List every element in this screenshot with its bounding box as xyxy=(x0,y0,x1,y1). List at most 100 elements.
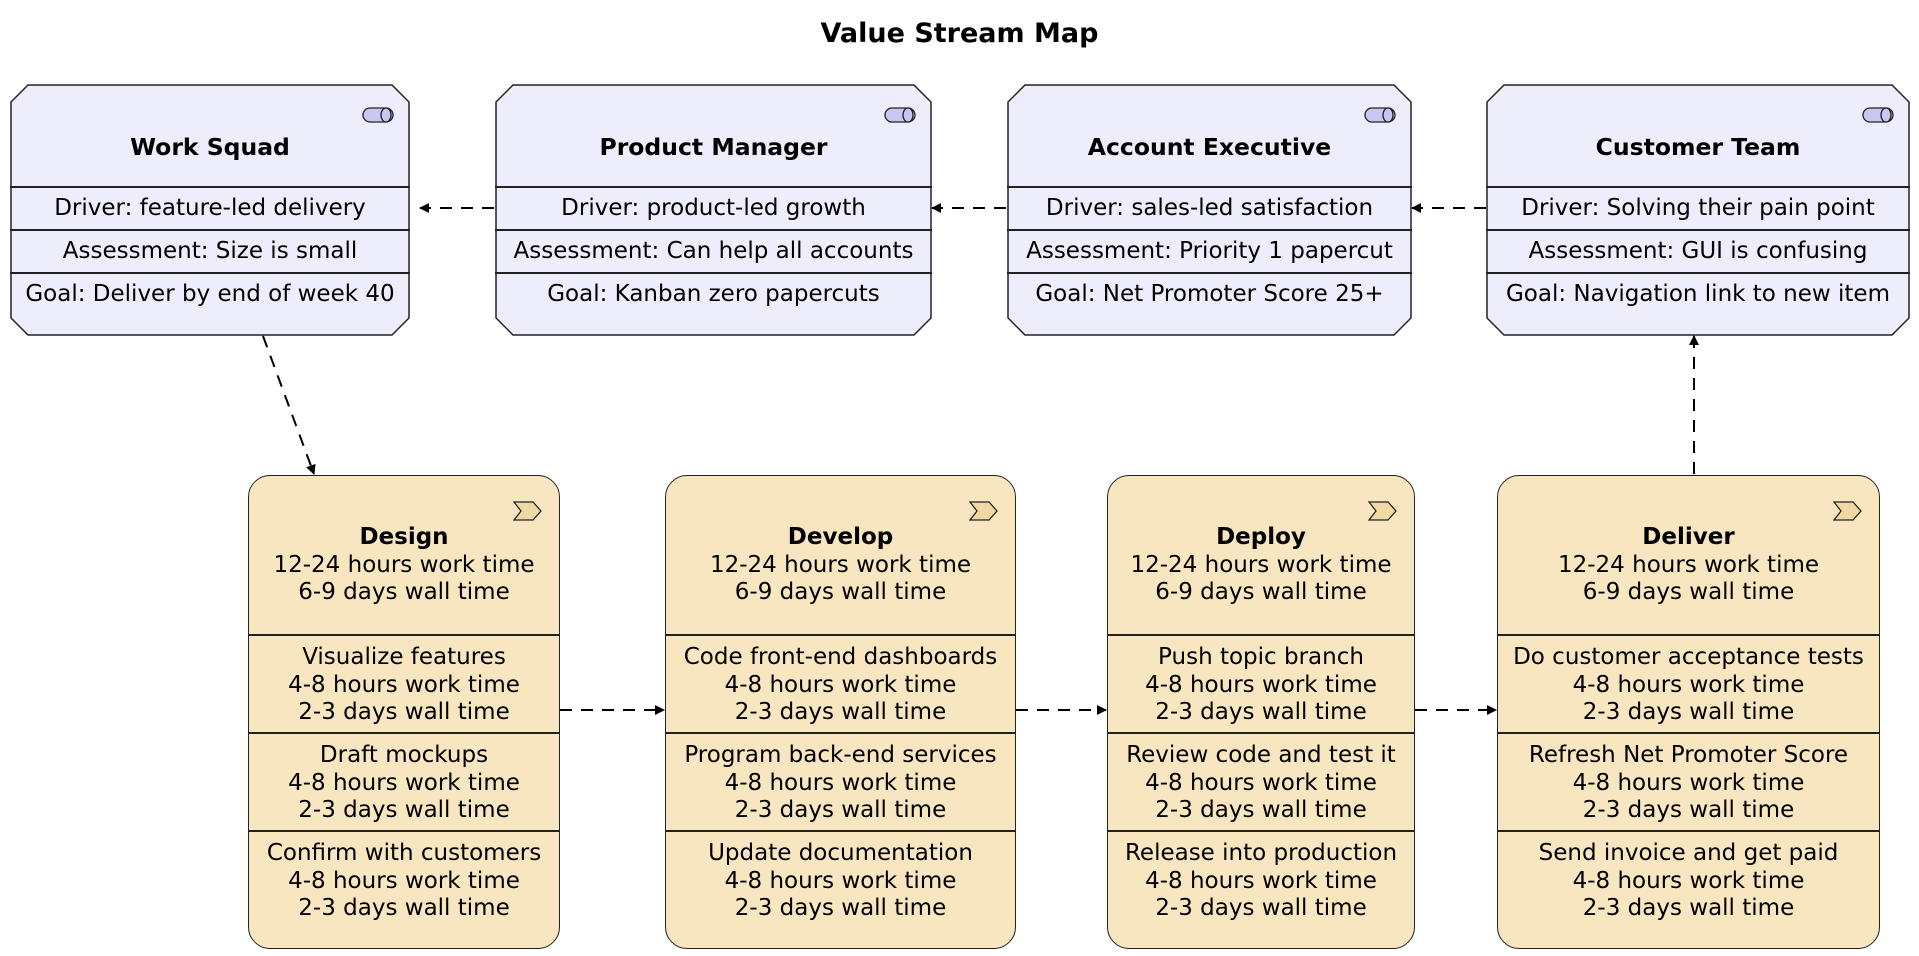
edge-squad-to-design xyxy=(262,335,316,475)
actor-divider xyxy=(1486,272,1910,274)
step-wall-time: 2-3 days wall time xyxy=(1582,797,1795,823)
process-chevron-icon xyxy=(1833,501,1862,521)
step-wall-time: 2-3 days wall time xyxy=(1155,895,1367,921)
actor-name: Account Executive xyxy=(1087,133,1332,161)
stage-work-time: 12-24 hours work time xyxy=(273,551,535,578)
step-wall-time: 2-3 days wall time xyxy=(298,797,510,823)
actor-divider xyxy=(10,229,410,231)
stage-wall-time: 6-9 days wall time xyxy=(734,579,947,605)
process-chevron-icon xyxy=(513,501,542,521)
step-work-time: 4-8 hours work time xyxy=(1145,671,1377,698)
actor-assessment: Assessment: Size is small xyxy=(62,238,358,264)
step-work-time: 4-8 hours work time xyxy=(724,769,957,796)
actor-driver: Driver: feature-led delivery xyxy=(54,195,366,221)
actor-goal: Goal: Navigation link to new item xyxy=(1505,281,1890,307)
actor-name: Product Manager xyxy=(599,133,828,161)
step-name: Code front-end dashboards xyxy=(683,644,998,670)
process-chevron-icon xyxy=(969,501,998,521)
actor-goal: Goal: Net Promoter Score 25+ xyxy=(1035,281,1384,307)
step-work-time: 4-8 hours work time xyxy=(288,867,520,894)
actor-driver: Driver: product-led growth xyxy=(561,195,866,221)
actor-goal: Goal: Kanban zero papercuts xyxy=(547,281,880,307)
actor-divider xyxy=(1486,186,1910,188)
process-chevron-icon xyxy=(1368,501,1397,521)
diagram-title: Value Stream Map xyxy=(820,18,1099,49)
step-work-time: 4-8 hours work time xyxy=(1572,671,1805,698)
stage-wall-time: 6-9 days wall time xyxy=(298,579,510,605)
step-work-time: 4-8 hours work time xyxy=(288,671,520,698)
role-icon xyxy=(1862,107,1894,123)
step-wall-time: 2-3 days wall time xyxy=(298,895,510,921)
actor-divider xyxy=(495,229,932,231)
role-icon xyxy=(884,107,916,123)
step-name: Do customer acceptance tests xyxy=(1513,644,1864,670)
stage-name: Design xyxy=(359,524,449,550)
step-wall-time: 2-3 days wall time xyxy=(1155,797,1367,823)
actor-divider xyxy=(1007,272,1412,274)
actor-name: Customer Team xyxy=(1595,133,1801,161)
step-name: Visualize features xyxy=(302,644,506,670)
step-name: Push topic branch xyxy=(1158,644,1364,670)
actor-divider xyxy=(1486,229,1910,231)
actor-divider xyxy=(495,186,932,188)
stage-work-time: 12-24 hours work time xyxy=(709,551,972,578)
step-work-time: 4-8 hours work time xyxy=(1572,769,1805,796)
actor-divider xyxy=(10,186,410,188)
step-name: Release into production xyxy=(1124,840,1398,866)
role-icon xyxy=(1364,107,1396,123)
actor-driver: Driver: Solving their pain point xyxy=(1521,195,1875,221)
step-wall-time: 2-3 days wall time xyxy=(1582,699,1795,725)
actor-assessment: Assessment: GUI is confusing xyxy=(1528,238,1868,264)
step-name: Refresh Net Promoter Score xyxy=(1528,742,1849,768)
actor-goal: Goal: Deliver by end of week 40 xyxy=(25,281,395,307)
step-wall-time: 2-3 days wall time xyxy=(1155,699,1367,725)
actor-name: Work Squad xyxy=(130,133,290,161)
step-wall-time: 2-3 days wall time xyxy=(734,797,947,823)
step-work-time: 4-8 hours work time xyxy=(1145,867,1377,894)
stage-work-time: 12-24 hours work time xyxy=(1557,551,1820,578)
step-wall-time: 2-3 days wall time xyxy=(734,895,947,921)
stage-name: Deliver xyxy=(1642,524,1735,550)
step-name: Update documentation xyxy=(708,840,973,866)
step-name: Review code and test it xyxy=(1126,742,1396,768)
actor-divider xyxy=(1007,186,1412,188)
step-wall-time: 2-3 days wall time xyxy=(298,699,510,725)
stage-wall-time: 6-9 days wall time xyxy=(1582,579,1795,605)
actor-driver: Driver: sales-led satisfaction xyxy=(1045,195,1374,221)
step-name: Draft mockups xyxy=(319,742,489,768)
step-work-time: 4-8 hours work time xyxy=(288,769,520,796)
stage-name: Deploy xyxy=(1216,524,1306,550)
actor-assessment: Assessment: Can help all accounts xyxy=(513,238,914,264)
stage-wall-time: 6-9 days wall time xyxy=(1155,579,1367,605)
step-name: Confirm with customers xyxy=(266,840,542,866)
step-name: Send invoice and get paid xyxy=(1538,840,1839,866)
step-name: Program back-end services xyxy=(684,742,997,768)
stage-name: Develop xyxy=(787,524,894,550)
step-work-time: 4-8 hours work time xyxy=(1572,867,1805,894)
